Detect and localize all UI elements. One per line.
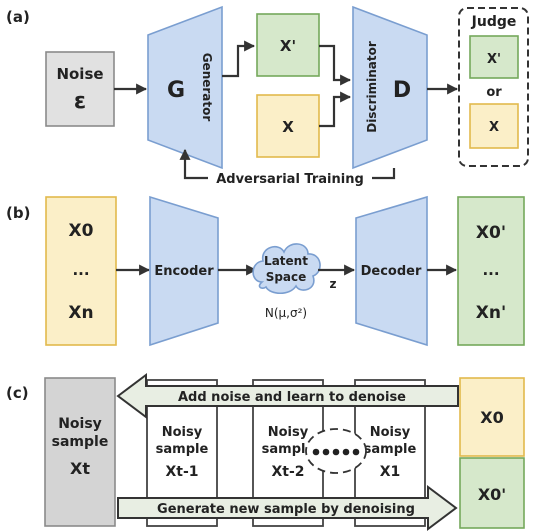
decoder-label: Decoder xyxy=(361,264,422,279)
latent-variable: z xyxy=(330,277,337,291)
forward-process-arrow xyxy=(116,373,459,419)
encoder-label: Encoder xyxy=(154,264,214,279)
output-first: X0' xyxy=(476,223,506,243)
judge-real-box xyxy=(469,103,519,149)
judge-fake-box xyxy=(469,35,519,79)
noise-symbol: ε xyxy=(74,89,86,114)
panel-b-label: (b) xyxy=(6,204,30,222)
feedback-line-right xyxy=(372,168,396,180)
encoder-block xyxy=(149,195,219,347)
step3-line1: Noisy xyxy=(370,425,411,440)
discriminator-letter: D xyxy=(393,78,411,103)
latent-line1: Latent xyxy=(264,254,308,268)
reverse-process-arrow xyxy=(117,485,458,531)
judge-or-label: or xyxy=(486,85,502,100)
output-data-box xyxy=(457,196,525,346)
step2-line1: Noisy xyxy=(268,425,309,440)
clean-sample-box xyxy=(459,377,525,457)
generated-sample-label: X0' xyxy=(478,485,506,504)
real-sample-box xyxy=(256,94,320,158)
output-last: Xn' xyxy=(476,303,506,323)
output-dots: ... xyxy=(482,261,499,279)
judge-title: Judge xyxy=(471,14,517,30)
noisy-main-line2: sample xyxy=(52,434,109,450)
step3-line2: sample xyxy=(364,442,417,457)
forward-process-label: Add noise and learn to denoise xyxy=(178,390,406,405)
discriminator-name: Discriminator xyxy=(365,41,379,133)
real-sample-label: X xyxy=(282,118,294,136)
judge-real-label: X xyxy=(489,120,499,135)
panel-c-label: (c) xyxy=(6,384,29,402)
noisy-main-var: Xt xyxy=(70,459,90,478)
arrow-real-to-discriminator xyxy=(319,91,352,128)
discriminator-block xyxy=(352,5,428,170)
latent-distribution: N(μ,σ²) xyxy=(265,306,307,320)
latent-line2: Space xyxy=(266,270,307,284)
arrow-generator-to-fake xyxy=(222,40,256,78)
input-first: X0 xyxy=(69,221,94,241)
reverse-process-label: Generate new sample by denoising xyxy=(157,502,415,517)
feedback-arrow-left xyxy=(179,148,208,180)
noisy-main-line1: Noisy xyxy=(58,416,102,432)
decoder-block xyxy=(355,195,428,347)
panel-c: (c) Noisy sample Xt-1 Noisy sample Xt-2 … xyxy=(6,373,525,531)
generator-letter: G xyxy=(167,78,185,103)
panel-a-label: (a) xyxy=(6,8,30,26)
step1-line1: Noisy xyxy=(162,425,203,440)
judge-fake-label: X' xyxy=(487,52,501,67)
feedback-label: Adversarial Training xyxy=(216,172,364,187)
arrow-fake-to-discriminator xyxy=(319,44,352,86)
ellipsis-dots-icon xyxy=(312,448,360,456)
fake-sample-box xyxy=(256,13,320,77)
input-last: Xn xyxy=(68,303,93,323)
step3-var: X1 xyxy=(380,464,401,480)
generated-sample-box xyxy=(459,457,525,529)
clean-sample-label: X0 xyxy=(480,408,503,427)
panel-b: (b) X0 ... Xn Encoder Latent Space N(μ,σ… xyxy=(6,195,525,347)
input-dots: ... xyxy=(72,261,89,279)
step1-var: Xt-1 xyxy=(165,464,198,480)
step2-line2: sample xyxy=(262,442,315,457)
panel-a: (a) Noise ε G Generator X' X D Discrimin… xyxy=(6,5,529,187)
judge-container xyxy=(458,7,529,167)
generator-block xyxy=(147,5,223,170)
step1-line2: sample xyxy=(156,442,209,457)
latent-space-cloud xyxy=(252,243,321,295)
step2-var: Xt-2 xyxy=(271,464,304,480)
noise-box xyxy=(45,51,115,127)
noisy-main-box xyxy=(44,377,116,527)
noise-title: Noise xyxy=(56,65,103,83)
fake-sample-label: X' xyxy=(280,37,296,55)
generator-name: Generator xyxy=(200,53,214,122)
